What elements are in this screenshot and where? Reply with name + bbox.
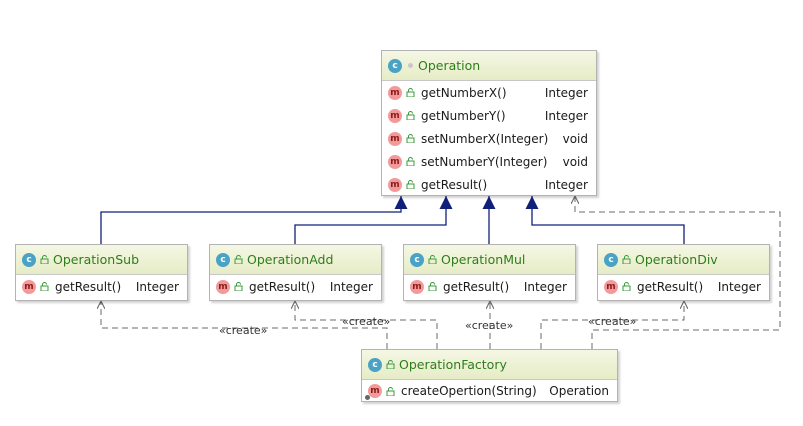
class-operation-factory[interactable]: c OperationFactory m createOpertion(Stri… [361, 349, 618, 402]
class-header: c OperationDiv [598, 245, 769, 275]
class-operation[interactable]: c Operation m getNumberX() Integer m get… [381, 50, 597, 196]
class-header: c Operation [382, 51, 596, 81]
class-name: OperationAdd [247, 252, 334, 267]
method-m-badge-icon: m [216, 279, 230, 294]
method-name: getResult() [443, 279, 510, 294]
class-c-badge-icon: c [388, 58, 402, 73]
method-type: Integer [544, 177, 588, 192]
method-row[interactable]: m getResult() Integer [16, 275, 187, 298]
class-name: Operation [418, 58, 481, 73]
method-name: getNumberY() [421, 108, 506, 123]
class-c-badge-icon: c [216, 252, 230, 267]
method-type: Integer [523, 279, 567, 294]
method-row[interactable]: m getResult() Integer [210, 275, 381, 298]
class-header: c OperationMul [404, 245, 575, 275]
method-name: getResult() [637, 279, 704, 294]
public-lock-icon [406, 134, 415, 143]
public-lock-icon [234, 255, 243, 264]
static-overlay-icon [365, 395, 370, 400]
public-lock-icon [234, 282, 243, 291]
public-lock-icon [40, 282, 49, 291]
class-operation-mul[interactable]: c OperationMul m getResult() Integer [403, 244, 576, 301]
class-c-badge-icon: c [410, 252, 424, 267]
method-m-badge-icon: m [368, 384, 382, 398]
class-header: c OperationFactory [362, 350, 617, 380]
class-c-badge-icon: c [368, 357, 382, 372]
public-lock-icon [406, 111, 415, 120]
method-m-badge-icon: m [388, 85, 402, 100]
method-row[interactable]: m createOpertion(String) Operation [362, 380, 617, 402]
public-lock-icon [622, 255, 631, 264]
class-operation-div[interactable]: c OperationDiv m getResult() Integer [597, 244, 770, 301]
method-row[interactable]: m getNumberY() Integer [382, 104, 596, 127]
method-name: getResult() [55, 279, 122, 294]
create-label-add: «create» [342, 315, 391, 328]
create-label-mul: «create» [465, 319, 514, 332]
method-type: Integer [717, 279, 761, 294]
method-m-badge-icon: m [388, 131, 402, 146]
inherit-div-line [525, 196, 685, 244]
method-name: getNumberX() [421, 85, 507, 100]
method-type: Integer [329, 279, 373, 294]
class-name: OperationSub [53, 252, 139, 267]
public-lock-icon [40, 255, 49, 264]
method-type: Integer [544, 85, 588, 100]
method-row[interactable]: m setNumberX(Integer) void [382, 127, 596, 150]
method-name: setNumberX(Integer) [421, 131, 549, 146]
method-m-badge-icon: m [388, 177, 402, 192]
public-lock-icon [406, 180, 415, 189]
inherit-add-line [294, 196, 453, 244]
create-label-sub: «create» [219, 324, 268, 337]
class-c-badge-icon: c [604, 252, 618, 267]
class-header: c OperationSub [16, 245, 187, 275]
abstract-dot-icon [408, 63, 413, 68]
method-row[interactable]: m getResult() Integer [598, 275, 769, 298]
method-type: Integer [135, 279, 179, 294]
method-type: void [562, 154, 588, 169]
public-lock-icon [622, 282, 631, 291]
public-lock-icon [386, 360, 395, 369]
method-type: Operation [549, 384, 609, 398]
method-name: setNumberY(Integer) [421, 154, 548, 169]
create-label-div: «create» [588, 315, 637, 328]
class-name: OperationDiv [635, 252, 718, 267]
method-row[interactable]: m setNumberY(Integer) void [382, 150, 596, 173]
method-name: createOpertion(String) [401, 384, 537, 398]
method-type: void [562, 131, 588, 146]
create-add-line [295, 301, 438, 349]
class-operation-sub[interactable]: c OperationSub m getResult() Integer [15, 244, 188, 301]
create-operation-line [575, 196, 781, 349]
method-row[interactable]: m getNumberX() Integer [382, 81, 596, 104]
class-name: OperationMul [441, 252, 526, 267]
create-div-line [540, 301, 684, 349]
class-name: OperationFactory [399, 357, 507, 372]
class-c-badge-icon: c [22, 252, 36, 267]
method-m-badge-icon: m [388, 108, 402, 123]
method-type: Integer [544, 108, 588, 123]
class-operation-add[interactable]: c OperationAdd m getResult() Integer [209, 244, 382, 301]
class-header: c OperationAdd [210, 245, 381, 275]
method-m-badge-icon: m [22, 279, 36, 294]
inherit-sub-line [100, 196, 408, 244]
method-m-badge-icon: m [604, 279, 618, 294]
public-lock-icon [428, 255, 437, 264]
method-row[interactable]: m getResult() Integer [404, 275, 575, 298]
create-sub-line [101, 301, 388, 349]
public-lock-icon [428, 282, 437, 291]
method-m-badge-icon: m [410, 279, 424, 294]
public-lock-icon [406, 88, 415, 97]
method-m-badge-icon: m [388, 154, 402, 169]
public-lock-icon [406, 157, 415, 166]
method-name: getResult() [249, 279, 316, 294]
method-row[interactable]: m getResult() Integer [382, 173, 596, 196]
method-name: getResult() [421, 177, 488, 192]
public-lock-icon [386, 386, 395, 396]
